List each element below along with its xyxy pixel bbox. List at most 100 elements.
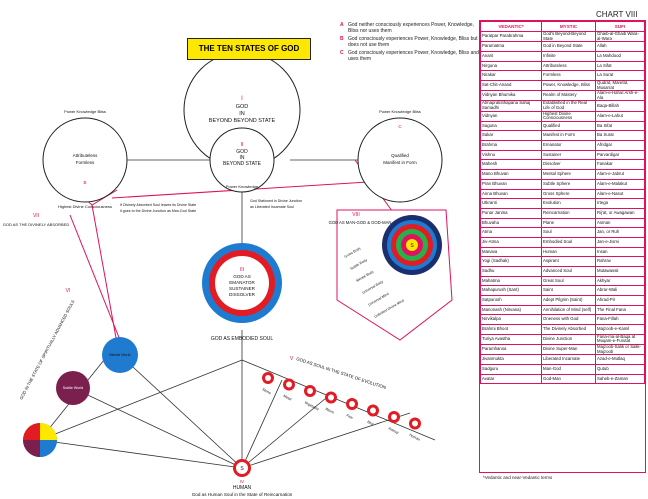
evolution-circle-center: [412, 420, 418, 427]
sufi-cell: Abrar-Wali: [595, 285, 645, 297]
human-s-label: S: [240, 466, 244, 472]
mystic-cell: Soul: [541, 227, 596, 238]
rings-center: S: [410, 243, 414, 249]
vedantic-cell: Brahma: [480, 140, 542, 151]
right-circle-line2: Manifest in Form: [383, 160, 417, 165]
sufi-cell: Akhyar: [595, 275, 645, 287]
state-8-num: VIII: [352, 212, 360, 218]
state-7-label: GOD AS THE DIVINELY ABSORBED: [3, 222, 70, 227]
terms-table: VEDANTIC* MYSTIC SUFI Paratpar Parabrahm…: [480, 21, 645, 385]
right-circle-letter: C: [398, 124, 402, 129]
vedantic-cell: Sadguru: [480, 363, 542, 375]
vedantic-cell: Vidnyan Bhumika: [480, 90, 542, 102]
legend-text-a: God neither consciously experiences Powe…: [348, 22, 474, 34]
mystic-cell: Man-God: [541, 363, 596, 375]
evolution-label: Metal: [283, 394, 293, 402]
highest-consciousness-label: Highest Divine Consciousness: [58, 204, 112, 209]
mystic-cell: Manifest in Form: [541, 130, 596, 142]
sufi-cell: Ba Surat: [595, 130, 645, 142]
mystic-cell: Adept Pilgrim (Saint): [541, 295, 596, 306]
evolution-circle-center: [328, 394, 334, 401]
evolution-label: Vegetable: [304, 400, 320, 411]
state-2-num: II: [240, 142, 244, 148]
left-circle: Power Knowledge Bliss Attributeless Form…: [42, 109, 128, 209]
sufi-cell: La Surat: [595, 70, 645, 81]
human-line1: HUMAN: [233, 485, 252, 491]
mystic-cell: Power, Knowledge, Bliss: [541, 79, 596, 92]
table-row: Manonash (Nirvana)Annihilation of Mind (…: [480, 304, 645, 316]
legend-key-c: C: [340, 50, 344, 56]
vedantic-cell: Satpurush: [480, 295, 542, 306]
state-1-num: I: [241, 96, 243, 102]
mystic-cell: Attributeless: [541, 60, 596, 72]
sufi-cell: Ba Sifat: [595, 120, 645, 132]
sufi-cell: Qudrat, Marefat, Musarrat: [595, 79, 645, 92]
junction-text: If Divinely Absorbed Soul leaves its Div…: [120, 199, 302, 213]
table-footnote: *Vedantic and near-Vedantic terms: [483, 475, 553, 480]
evolution-label: Animal: [388, 426, 400, 435]
left-circle-line1: Attributeless: [73, 153, 99, 158]
vedantic-cell: Paramatma: [480, 41, 542, 52]
vedantic-cell: Sat-Chit-Anand: [480, 79, 542, 92]
state-8-label: GOD AS MAN-GOD & GOD-MAN: [329, 220, 392, 225]
evolution-circle-center: [391, 414, 397, 420]
vedantic-cell: Anna Bhuvan: [480, 188, 542, 200]
vedantic-cell: Avatar: [480, 373, 542, 385]
vedantic-cell: Brahmi Bhoot: [480, 324, 542, 335]
legend: A God neither consciously experiences Pow…: [340, 22, 480, 64]
mystic-cell: God's Beyond-Beyond State: [541, 30, 596, 43]
state-6-num: VI: [66, 288, 71, 294]
legend-key-a: A: [340, 22, 344, 28]
mystic-cell: Evolution: [541, 198, 596, 209]
evolution-circle-center: [307, 388, 313, 394]
evolution-label: Fish: [346, 413, 354, 420]
state-2-circle: II GOD IN BEYOND STATE Power Knowledge: [209, 127, 275, 193]
state-1-line1: GOD: [236, 104, 249, 110]
vedantic-cell: Mano Bhuvan: [480, 169, 542, 180]
vedantic-cell: Nirvikalpa: [480, 314, 542, 326]
vedantic-cell: Sadhu: [480, 266, 542, 277]
subtle-world-circle: [56, 371, 90, 405]
mystic-cell: Advanced Soul: [541, 266, 596, 277]
mental-world-circle: [102, 337, 138, 373]
vedantic-cell: Mahatma: [480, 275, 542, 287]
vedantic-cell: Paratpar Parabrahma: [480, 30, 542, 43]
junction-b: it goes to the Divine Junction as Man-Go…: [120, 209, 196, 213]
sufi-cell: Alam-e-Jabrut: [595, 169, 645, 180]
vedantic-cell: Punar Janma: [480, 207, 542, 219]
junction-a: If Divinely Absorbed Soul leaves its Div…: [120, 203, 196, 207]
right-circle-line1: Qualified: [391, 153, 409, 158]
vedantic-cell: Yogi (Sadhak): [480, 256, 542, 267]
human-line2: God as Human Soul in the State of Reinca…: [192, 492, 293, 497]
evolution-circle-center: [265, 375, 271, 381]
state-6-group: VI GOD IN THE STATE OF SPIRITUALLY ADVAN…: [18, 288, 138, 457]
human-group: S IV HUMAN God as Human Soul in the Stat…: [192, 459, 293, 497]
state-3-line1: GOD AS: [233, 274, 251, 279]
subtle-world-label: Subtle World: [63, 386, 84, 390]
sufi-cell: Parvardigar: [595, 149, 645, 161]
state-3-line2: EMANATOR: [229, 280, 255, 285]
state-3-line4: DISSOLVER: [229, 292, 256, 297]
state-2-line1: GOD: [236, 149, 248, 155]
mystic-cell: Plane: [541, 217, 596, 229]
vedantic-cell: Saguna: [480, 120, 542, 132]
sufi-cell: The Final Fana: [595, 304, 645, 316]
